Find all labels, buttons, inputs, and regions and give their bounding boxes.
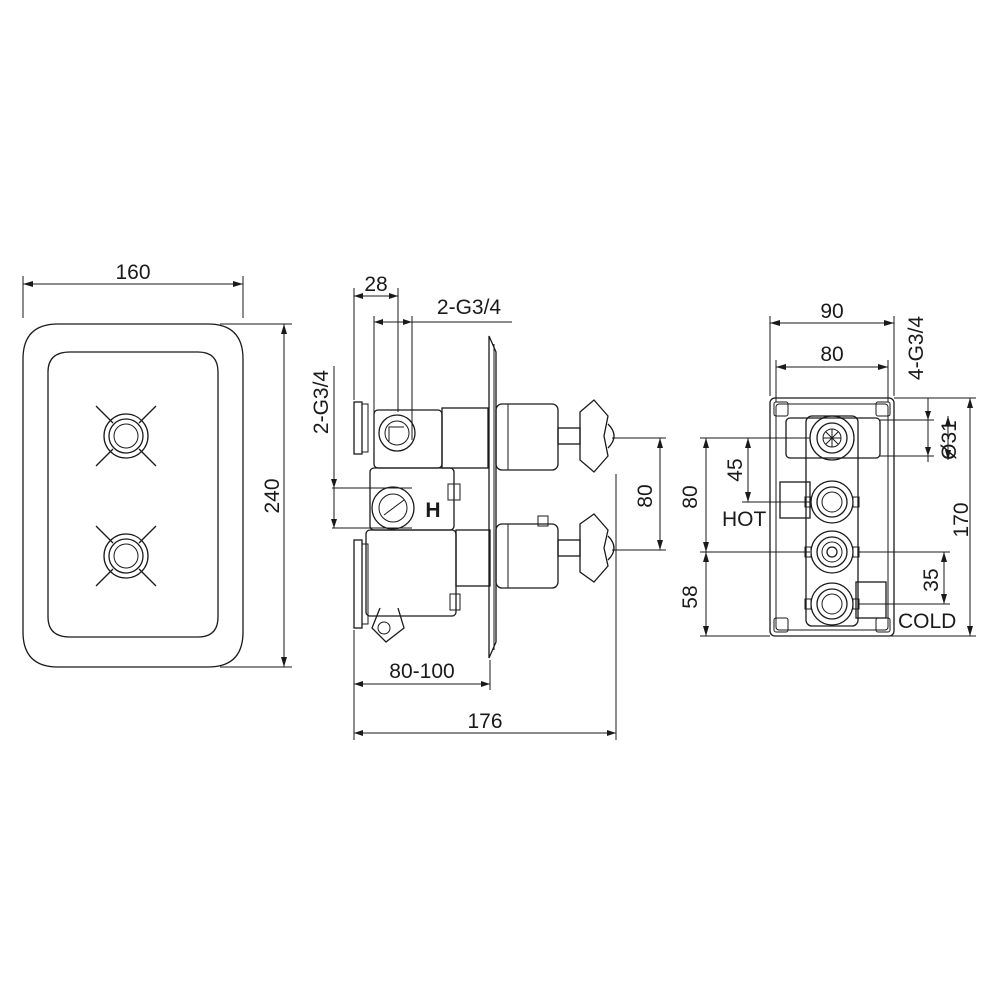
- upper-outlet-port: [378, 414, 416, 452]
- outlet-2-g3-4-label: 2-G3/4: [437, 296, 502, 319]
- inner-width-80-label: 80: [820, 343, 843, 366]
- front-view: 160 240: [22, 261, 292, 668]
- outer-width-90-label: 90: [820, 300, 843, 323]
- hot-inlet-block: [779, 481, 811, 519]
- cold-label: COLD: [898, 610, 956, 633]
- spacing-80-label: 80: [679, 485, 702, 508]
- lower-connector: [371, 607, 405, 643]
- upper-cartridge: [441, 407, 489, 469]
- height-240-label: 240: [261, 478, 284, 513]
- hot-inlet-port: [371, 486, 415, 530]
- handle-spacing-80-label: 80: [634, 484, 657, 507]
- diameter-31-label: Ø31: [938, 420, 961, 460]
- upper-shroud: [495, 403, 559, 471]
- inlet-2-g3-4-label: 2-G3/4: [310, 370, 333, 435]
- hot-valve-icon: [804, 480, 860, 524]
- wall-depth-80-100-label: 80-100: [389, 660, 454, 683]
- lower-cross-handle-icon: [95, 525, 157, 587]
- mixer-valve-icon: [804, 530, 860, 574]
- rear-view: 90 80 4-G3/4 Ø31 170 45: [679, 300, 976, 637]
- overall-depth-176-label: 176: [467, 710, 502, 733]
- spacing-58-label: 58: [679, 585, 702, 608]
- wall-plate: [488, 335, 497, 659]
- hot-mark: H: [425, 499, 440, 522]
- cold-inlet-block: [855, 581, 887, 619]
- height-170-label: 170: [950, 502, 973, 537]
- upper-cross-handle-icon: [95, 405, 157, 467]
- side-view: H 28 2-G3/4: [310, 273, 666, 740]
- lower-shroud: [495, 523, 559, 589]
- plate-depth-28-label: 28: [364, 273, 387, 296]
- spacing-45-label: 45: [724, 458, 747, 481]
- lower-side-handle: [579, 513, 609, 583]
- lower-cartridge: [455, 529, 491, 587]
- cold-valve-icon: [804, 582, 860, 626]
- width-160-label: 160: [115, 261, 150, 284]
- hot-label: HOT: [722, 508, 767, 531]
- mounting-frame: [769, 397, 895, 637]
- upper-side-handle: [579, 399, 609, 473]
- ports-4-g3-4-label: 4-G3/4: [905, 316, 928, 381]
- front-plate-outline: [22, 323, 244, 668]
- rear-bracket-top: [353, 401, 363, 455]
- spacing-35-label: 35: [920, 568, 943, 591]
- valve-body-lower: [365, 529, 457, 617]
- front-plate-inner: [47, 351, 219, 638]
- rear-bracket-bottom: [353, 539, 363, 629]
